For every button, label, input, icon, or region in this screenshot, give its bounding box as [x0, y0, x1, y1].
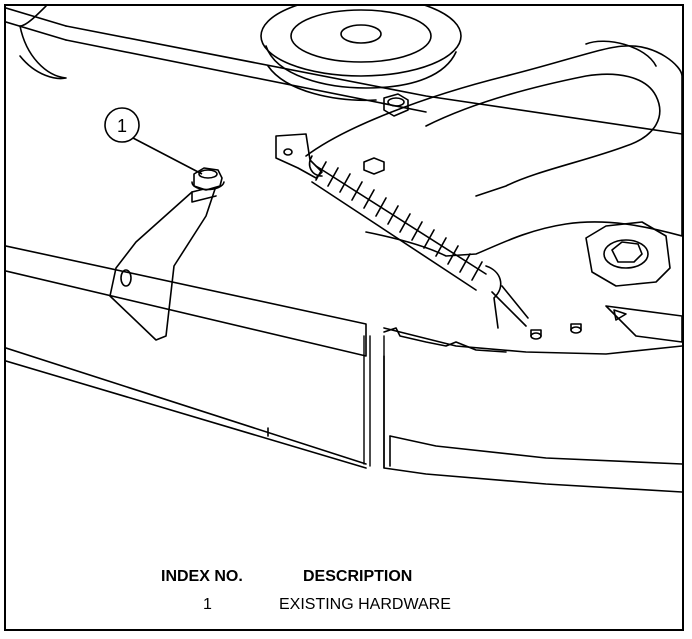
bracket-hole — [120, 269, 132, 287]
belt-cover — [305, 45, 682, 257]
deck-lower-edge — [6, 360, 367, 469]
belt-cover-inner — [425, 73, 661, 197]
pulley-hub — [340, 24, 382, 44]
right-bolt — [585, 221, 671, 287]
mower-deck-drawing: 1 — [6, 6, 682, 493]
callout-1: 1 — [104, 107, 203, 175]
deck-stud-2 — [570, 326, 582, 334]
tension-spring — [308, 155, 529, 329]
belt-upper — [65, 25, 682, 135]
deck-stud-1 — [530, 332, 542, 340]
deck-skirt-right — [383, 355, 682, 493]
upper-bolt — [383, 93, 409, 117]
bracket — [109, 185, 217, 341]
callout-number: 1 — [117, 116, 127, 136]
triangle-decal-icon — [605, 305, 682, 343]
pulley-outer — [260, 6, 462, 77]
pulley-mid — [290, 9, 432, 63]
deck-front-edge — [6, 347, 367, 465]
figure-frame: 1 INDEX NO. DESCRIPTION 1 EXISTING HARDW… — [4, 4, 684, 631]
deck-seam — [363, 335, 385, 469]
belt-lower — [65, 39, 427, 113]
deck-top-edge — [6, 245, 367, 357]
deck-right-top — [383, 327, 682, 355]
spring-stud — [363, 157, 385, 175]
spring-anchor — [275, 133, 323, 179]
left-idler — [19, 25, 67, 80]
deck-skirt-right-inner — [389, 435, 682, 465]
